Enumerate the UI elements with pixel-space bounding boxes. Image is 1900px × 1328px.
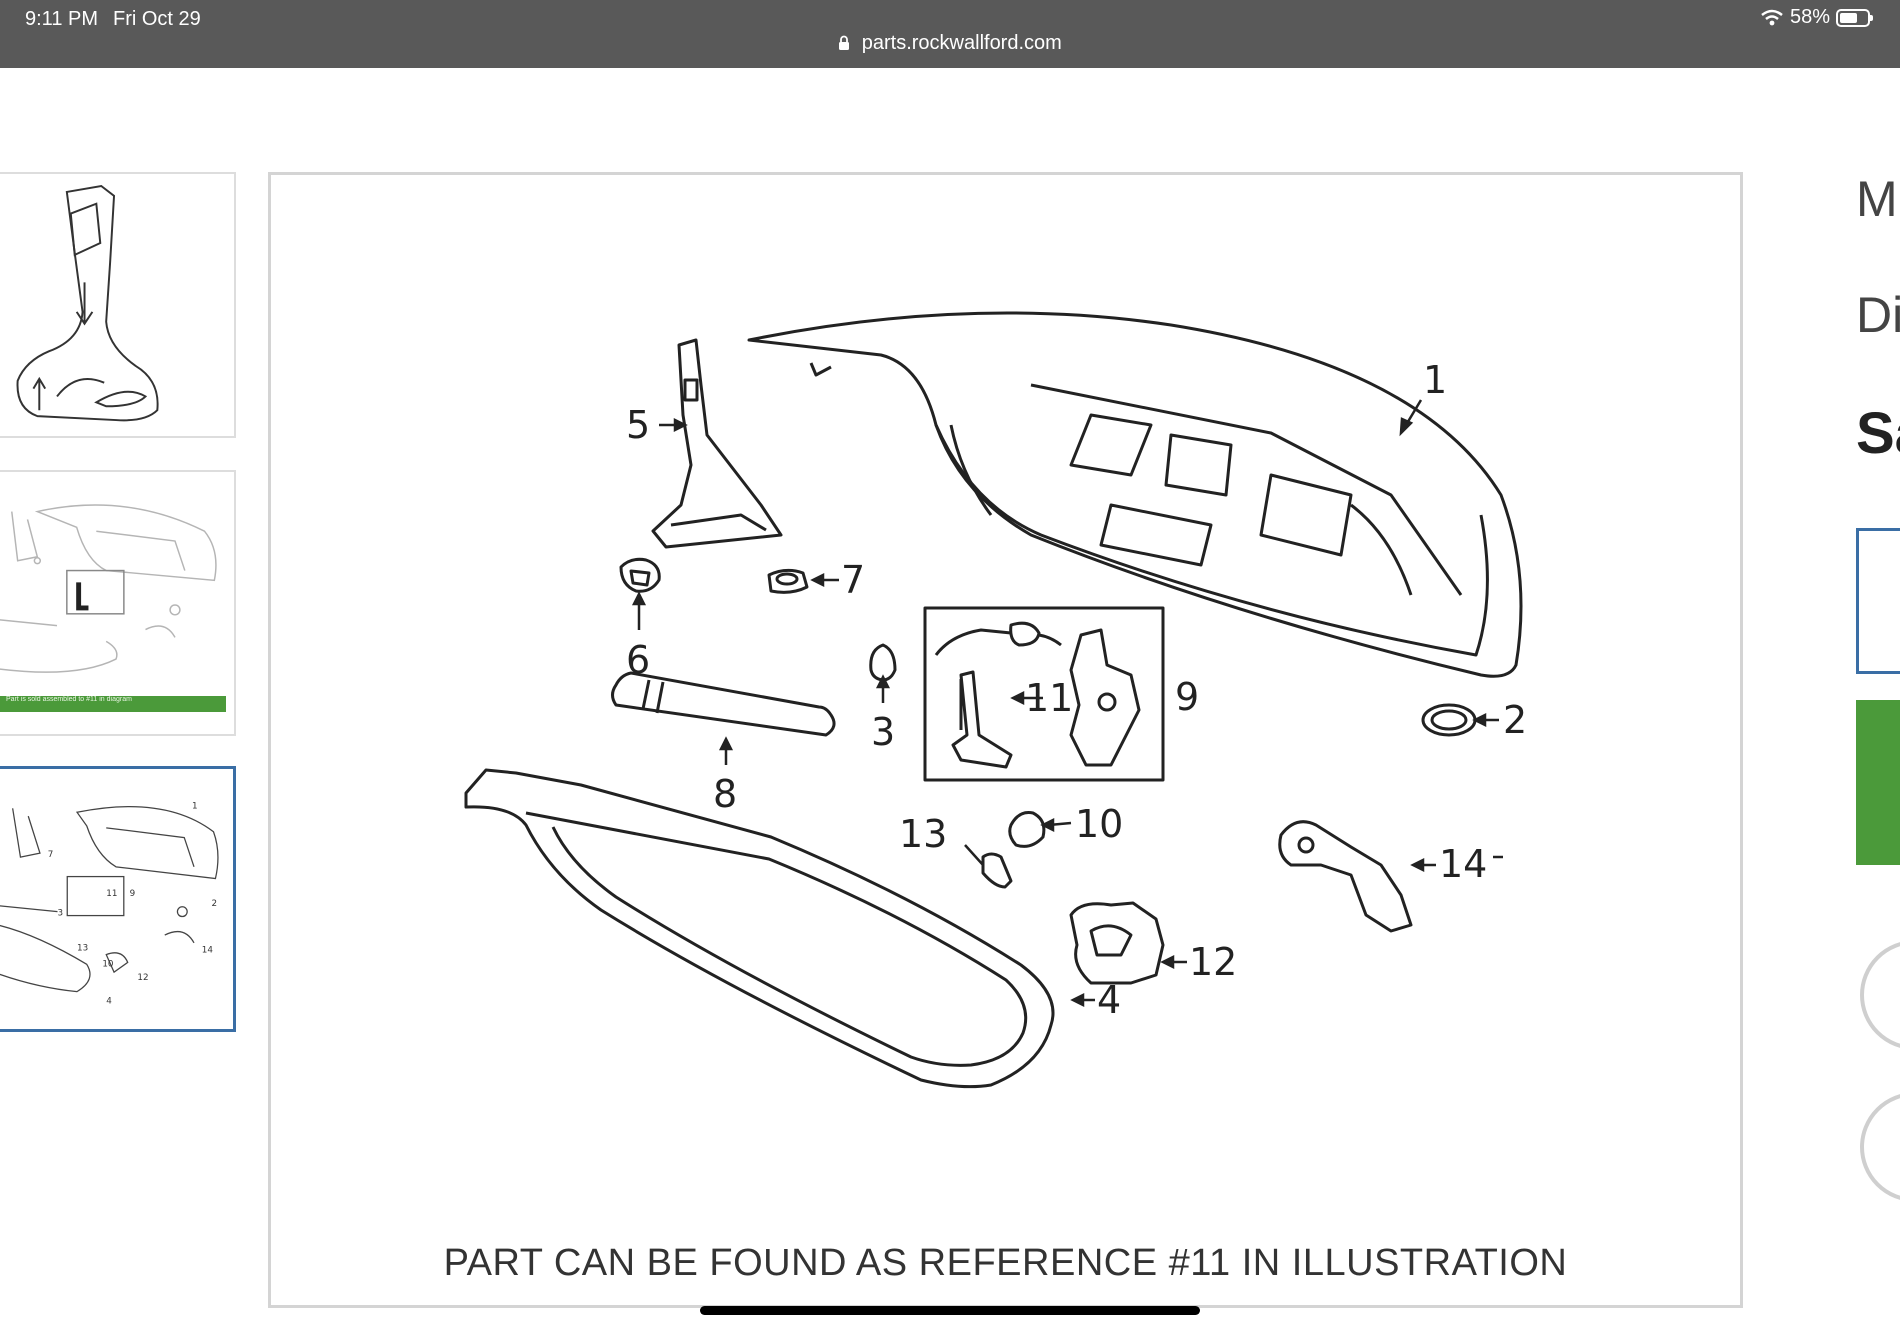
wifi-icon: [1761, 9, 1783, 25]
svg-text:10: 10: [102, 959, 113, 969]
lock-icon: [839, 35, 850, 50]
thumb-decklid-reference[interactable]: Part is sold assembled to #11 in diagram: [0, 470, 236, 736]
main-diagram-viewer[interactable]: 1 2 3 4 5 6 7 8 9 10 11 12 13 14 PART CA…: [268, 172, 1743, 1308]
callout-8: 8: [713, 772, 737, 816]
callout-14: 14: [1439, 842, 1487, 886]
callout-4: 4: [1097, 978, 1121, 1022]
part-8-strut: [611, 671, 836, 737]
diagram-caption: PART CAN BE FOUND AS REFERENCE #11 IN IL…: [443, 1242, 1568, 1284]
svg-text:11: 11: [106, 889, 117, 899]
part-4-weatherstrip: [464, 768, 1055, 1089]
battery-percent: 58%: [1789, 6, 1830, 28]
part-12-latch: [1069, 901, 1165, 985]
handle-tool-illustration: [16, 184, 159, 422]
part-9-11-latch-box: [923, 606, 1165, 782]
status-time: 9:11 PM: [25, 8, 98, 30]
svg-text:1: 1: [192, 801, 198, 811]
callout-11: 11: [1025, 676, 1073, 720]
url-text: parts.rockwallford.com: [861, 32, 1062, 54]
add-to-cart-button-partial[interactable]: [1856, 700, 1900, 865]
svg-text:7: 7: [48, 850, 54, 860]
callout-12: 12: [1189, 940, 1237, 984]
product-price-label-partial: Sa: [1856, 401, 1900, 466]
decklid-exploded-diagram: 1 2 3 4 5 6 7 8 9 10 11 12 13 14: [464, 311, 1527, 1089]
status-indicators: 58%: [1760, 6, 1873, 29]
callout-9: 9: [1175, 675, 1199, 719]
part-6-bolt: [619, 557, 661, 593]
part-13-screw: [981, 852, 1013, 889]
status-date: Fri Oct 29: [113, 8, 201, 30]
product-subtitle-partial: Di: [1856, 287, 1900, 343]
part-1-decklid: [747, 311, 1523, 678]
svg-text:4: 4: [106, 996, 112, 1006]
thumb-banner: Part is sold assembled to #11 in diagram: [0, 696, 226, 712]
quantity-input-partial[interactable]: [1856, 528, 1900, 674]
svg-text:3: 3: [57, 909, 63, 919]
lock-badge-icon: [1860, 1092, 1900, 1202]
part-3-bumper: [869, 643, 897, 682]
callout-2: 2: [1503, 698, 1527, 742]
callout-10: 10: [1075, 802, 1123, 846]
shield-icon: [1860, 940, 1900, 1050]
thumb-handle[interactable]: [0, 172, 236, 438]
product-title-partial: M: [1856, 171, 1898, 227]
decklid-reference-illustration: [0, 504, 217, 673]
svg-text:12: 12: [137, 973, 148, 983]
callout-1: 1: [1423, 358, 1447, 402]
callout-5: 5: [626, 403, 650, 447]
callout-7: 7: [841, 558, 865, 602]
callout-13: 13: [899, 812, 947, 856]
home-indicator: [700, 1306, 1200, 1315]
part-10-grommet: [1008, 811, 1046, 848]
browser-top-bar: 9:11 PM Fri Oct 29 58% parts.rockwallfor…: [0, 0, 1900, 68]
part-7-nut: [767, 568, 809, 594]
address-bar[interactable]: parts.rockwallford.com: [0, 32, 1900, 55]
svg-text:14: 14: [202, 946, 214, 956]
battery-icon: [1836, 8, 1873, 27]
callout-6: 6: [626, 638, 650, 682]
callout-3: 3: [871, 710, 895, 754]
part-5-hinge: [651, 338, 783, 549]
part-14-bracket: [1278, 820, 1413, 933]
svg-text:9: 9: [130, 889, 136, 899]
svg-text:2: 2: [212, 899, 218, 909]
svg-text:13: 13: [77, 944, 88, 954]
